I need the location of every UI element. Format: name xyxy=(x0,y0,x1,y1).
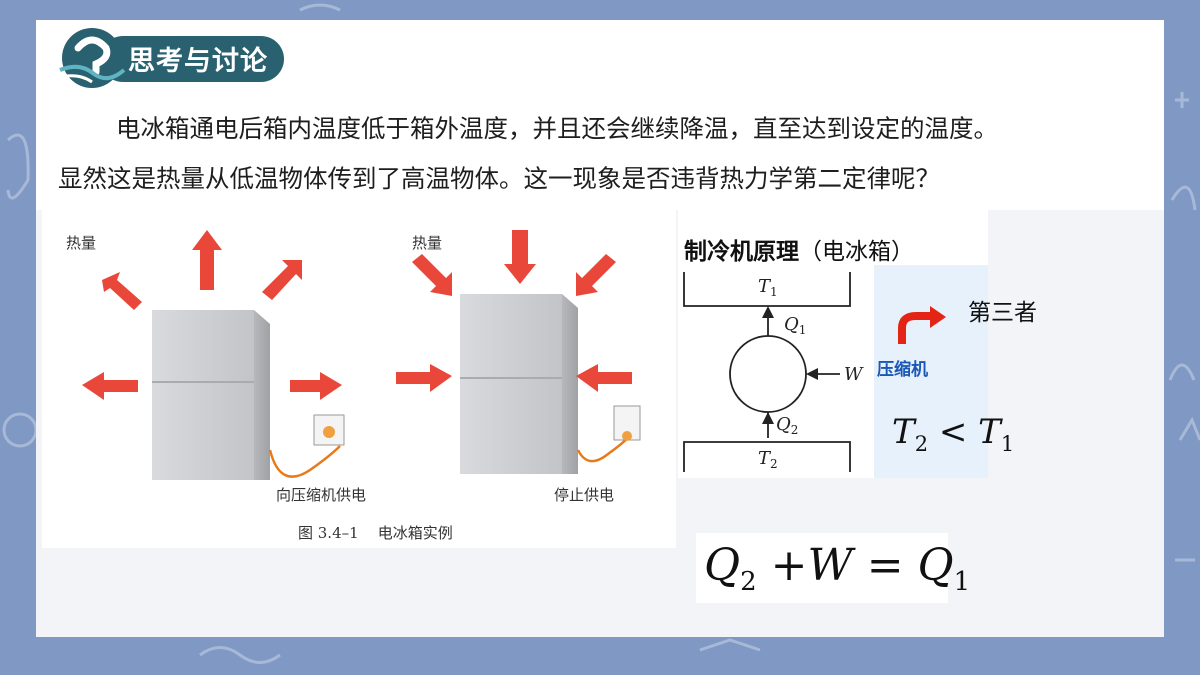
diagram-title-bold: 制冷机原理 xyxy=(684,239,799,265)
ineq-left: T xyxy=(892,412,915,452)
svg-text:T1: T1 xyxy=(758,276,778,299)
compressor-highlight-area xyxy=(874,265,988,478)
t-top-label: T xyxy=(758,276,772,297)
heat-engine-diagram: T1 Q1 W Q2 T2 xyxy=(683,272,864,472)
right-fridge-caption: 停止供电 xyxy=(554,486,615,504)
q-bottom-label: Q xyxy=(776,414,791,435)
curved-red-arrow-icon xyxy=(898,306,946,344)
eq-q2: Q xyxy=(704,540,741,591)
svg-text:Q1: Q1 xyxy=(784,314,806,337)
badge-title: 思考与讨论 xyxy=(128,46,268,77)
eq-q1: Q xyxy=(917,540,954,591)
q-top-label: Q xyxy=(784,314,799,335)
eq-q1-sub: 1 xyxy=(953,567,971,597)
energy-equation-panel xyxy=(696,533,948,603)
left-fridge-icon xyxy=(152,310,345,480)
ineq-right: T xyxy=(978,412,1001,452)
discussion-badge-icon xyxy=(56,28,284,88)
energy-equation: Q2 +W = Q1 xyxy=(704,540,970,597)
right-heat-label: 热量 xyxy=(412,234,443,252)
paragraph-line-2: 显然这是热量从低温物体传到了高温物体。这一现象是否违背热力学第二定律呢？ xyxy=(58,164,940,193)
question-paragraph: 电冰箱通电后箱内温度低于箱外温度，并且还会继续降温，直至达到设定的温度。 显然这… xyxy=(58,104,1168,204)
q-top-sub: 1 xyxy=(799,323,807,337)
left-fridge-caption: 向压缩机供电 xyxy=(276,486,367,504)
temperature-inequality: T2 < T1 xyxy=(892,412,1014,456)
right-heat-arrows xyxy=(396,230,632,392)
left-heat-label: 热量 xyxy=(66,234,97,252)
figure-caption: 图 3.4–1 电冰箱实例 xyxy=(298,524,453,542)
diagram-title-normal: （电冰箱） xyxy=(799,239,914,265)
eq-plus-w: +W = xyxy=(756,540,918,591)
ineq-left-sub: 2 xyxy=(914,432,929,456)
svg-text:Q2: Q2 xyxy=(776,414,798,437)
right-fridge-icon xyxy=(460,294,641,474)
ineq-right-sub: 1 xyxy=(1000,432,1015,456)
paragraph-line-1: 电冰箱通电后箱内温度低于箱外温度，并且还会继续降温，直至达到设定的温度。 xyxy=(116,114,998,143)
ineq-op: < xyxy=(928,412,979,452)
compressor-label: 压缩机 xyxy=(877,360,928,380)
diagram-title: 制冷机原理（电冰箱） xyxy=(684,232,914,266)
left-heat-arrows xyxy=(82,230,342,400)
eq-q2-sub: 2 xyxy=(740,567,757,597)
q-bottom-sub: 2 xyxy=(791,423,799,437)
fridge-illustration xyxy=(82,230,641,480)
t-bottom-label: T xyxy=(758,448,772,469)
svg-text:T2: T2 xyxy=(758,448,778,471)
t-top-sub: 1 xyxy=(770,285,778,299)
t-bottom-sub: 2 xyxy=(770,457,778,471)
third-party-label: 第三者 xyxy=(968,300,1037,326)
work-label: W xyxy=(844,364,864,385)
